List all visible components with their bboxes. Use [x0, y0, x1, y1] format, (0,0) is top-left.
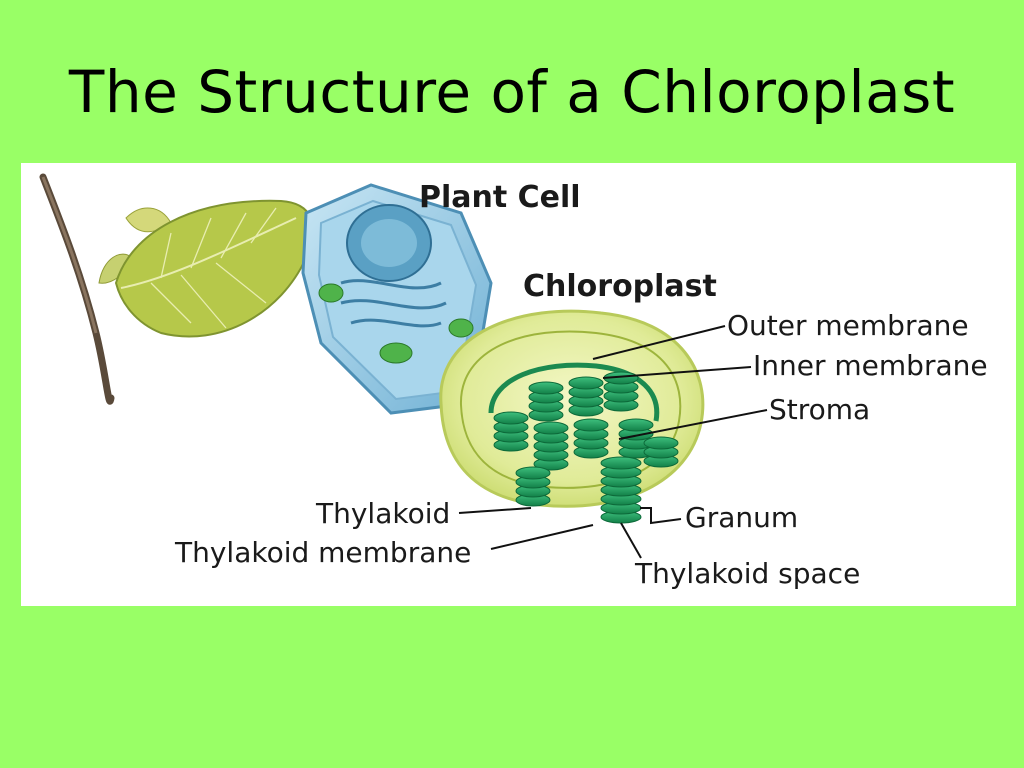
chloroplast-illustration: [439, 309, 705, 524]
granum-stack: [600, 456, 642, 524]
leaf-illustration: [39, 173, 314, 405]
label-thylakoid-space: Thylakoid space: [634, 557, 860, 590]
leader-stroma: [618, 409, 768, 440]
label-inner-membrane: Inner membrane: [753, 349, 988, 382]
leader-lines: [458, 325, 768, 559]
granum-stack: [493, 411, 529, 452]
label-stroma: Stroma: [769, 393, 870, 426]
label-granum: Granum: [685, 501, 798, 534]
granum-stack: [573, 418, 609, 459]
granum-stack: [515, 466, 551, 507]
slide-title: The Structure of a Chloroplast: [68, 58, 956, 126]
leader-thylakoid-membrane: [490, 524, 594, 550]
label-plant-cell: Plant Cell: [419, 180, 581, 215]
label-outer-membrane: Outer membrane: [727, 309, 969, 342]
chloroplast-diagram: Plant Cell Chloroplast Outer membrane In…: [39, 173, 988, 590]
leader-inner-membrane: [602, 366, 752, 379]
plant-cell-illustration: [301, 183, 493, 415]
leader-thylakoid-space: [620, 522, 642, 559]
label-thylakoid: Thylakoid: [315, 497, 450, 530]
granum-stack: [643, 436, 679, 468]
label-chloroplast: Chloroplast: [523, 269, 717, 304]
label-thylakoid-membrane: Thylakoid membrane: [174, 536, 471, 569]
leader-thylakoid: [458, 507, 532, 514]
leader-outer-membrane: [592, 325, 726, 360]
granum-stack: [528, 381, 564, 422]
granum-stack: [533, 421, 569, 471]
granum-stack: [568, 376, 604, 417]
granum-stack: [603, 371, 639, 412]
diagram-panel: Plant Cell Chloroplast Outer membrane In…: [21, 163, 1016, 606]
leader-granum: [640, 507, 682, 525]
